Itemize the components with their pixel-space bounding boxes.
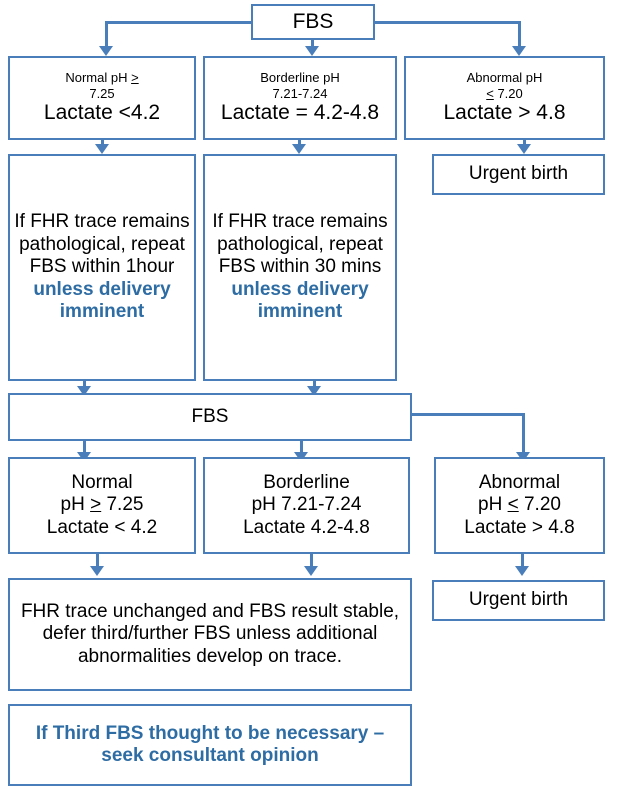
node-borderline-second-line2: pH 7.21-7.24 (251, 494, 362, 516)
connector-fbs2-center-vertical (300, 441, 303, 457)
arrow-action-normal-to-fbs2 (77, 386, 91, 396)
node-abnormal-first: Abnormal pH < 7.20 Lactate > 4.8 (404, 56, 605, 140)
connector-fbs2-right-vertical (522, 413, 525, 457)
connector-abnormal2-down (521, 554, 524, 570)
node-normal-second-line2: pH > 7.25 (60, 494, 144, 516)
node-defer-note: FHR trace unchanged and FBS result stabl… (8, 578, 412, 691)
arrow-action-borderline-to-fbs2 (307, 386, 321, 396)
arrow-fbs-to-normal (99, 46, 113, 56)
connector-fbs-left-horizontal (105, 21, 253, 24)
node-action-normal-text: If FHR trace remains pathological, repea… (14, 211, 190, 278)
arrow-borderline-to-action (292, 144, 306, 154)
connector-fbs-right-vertical (518, 21, 521, 50)
node-abnormal-second: Abnormal pH < 7.20 Lactate > 4.8 (434, 457, 605, 554)
node-normal-first: Normal pH > 7.25 Lactate <4.2 (8, 56, 196, 140)
arrow-abnormal-to-urgent-birth (517, 144, 531, 154)
node-urgent-birth-first: Urgent birth (432, 154, 605, 195)
node-consultant-note-text: If Third FBS thought to be necessary – s… (35, 722, 385, 766)
node-normal-first-line2: 7.25 (89, 85, 115, 101)
node-action-borderline: If FHR trace remains pathological, repea… (203, 154, 397, 381)
connector-fbs-center-vertical (311, 40, 314, 50)
node-abnormal-first-line3: Lactate > 4.8 (443, 100, 566, 124)
connector-fbs2-left-vertical (83, 441, 86, 457)
node-fbs-first: FBS (251, 4, 375, 40)
node-abnormal-second-line2: pH < 7.20 (478, 494, 561, 516)
connector-fbs-left-vertical (105, 21, 108, 50)
node-urgent-birth-second: Urgent birth (432, 580, 605, 621)
node-abnormal-first-line1: Abnormal pH (466, 70, 543, 86)
node-abnormal-first-line2: < 7.20 (486, 85, 523, 101)
connector-normal2-down (96, 554, 99, 570)
node-abnormal-second-line1: Abnormal (478, 471, 561, 493)
node-borderline-first-line2: 7.21-7.24 (272, 85, 328, 101)
node-action-normal-emphasis: unless delivery imminent (33, 278, 171, 323)
node-borderline-first: Borderline pH 7.21-7.24 Lactate = 4.2-4.… (203, 56, 397, 140)
arrow-normal2-to-defer (90, 566, 104, 576)
connector-fbs-right-horizontal (373, 21, 521, 24)
node-normal-first-line3: Lactate <4.2 (43, 100, 161, 124)
arrow-fbs-to-borderline (305, 46, 319, 56)
node-consultant-note: If Third FBS thought to be necessary – s… (8, 704, 412, 786)
connector-fbs2-right-horizontal (410, 413, 525, 416)
node-action-normal: If FHR trace remains pathological, repea… (8, 154, 196, 381)
arrow-borderline2-to-defer (304, 566, 318, 576)
arrow-abnormal2-to-urgent-birth2 (515, 566, 529, 576)
node-fbs-second-label: FBS (191, 405, 229, 427)
arrow-fbs-to-abnormal (512, 46, 526, 56)
arrow-normal-to-action (95, 144, 109, 154)
node-normal-second-line3: Lactate < 4.2 (46, 516, 158, 538)
node-borderline-first-line3: Lactate = 4.2-4.8 (220, 100, 380, 124)
node-normal-second: Normal pH > 7.25 Lactate < 4.2 (8, 457, 196, 554)
node-borderline-second-line3: Lactate 4.2-4.8 (243, 516, 370, 538)
node-action-borderline-emphasis: unless delivery imminent (231, 278, 369, 323)
connector-borderline2-down (310, 554, 313, 570)
node-urgent-birth-second-label: Urgent birth (468, 589, 569, 611)
node-abnormal-second-line3: Lactate > 4.8 (464, 516, 575, 538)
node-fbs-first-label: FBS (292, 9, 334, 33)
node-urgent-birth-first-label: Urgent birth (468, 163, 569, 185)
node-defer-note-text: FHR trace unchanged and FBS result stabl… (20, 600, 400, 667)
node-borderline-second-line1: Borderline (263, 471, 350, 493)
node-fbs-second: FBS (8, 393, 412, 441)
node-normal-first-line1: Normal pH > (65, 70, 139, 86)
node-action-borderline-text: If FHR trace remains pathological, repea… (212, 211, 388, 278)
node-normal-second-line1: Normal (71, 471, 133, 493)
node-borderline-second: Borderline pH 7.21-7.24 Lactate 4.2-4.8 (203, 457, 410, 554)
node-borderline-first-line1: Borderline pH (260, 70, 340, 86)
